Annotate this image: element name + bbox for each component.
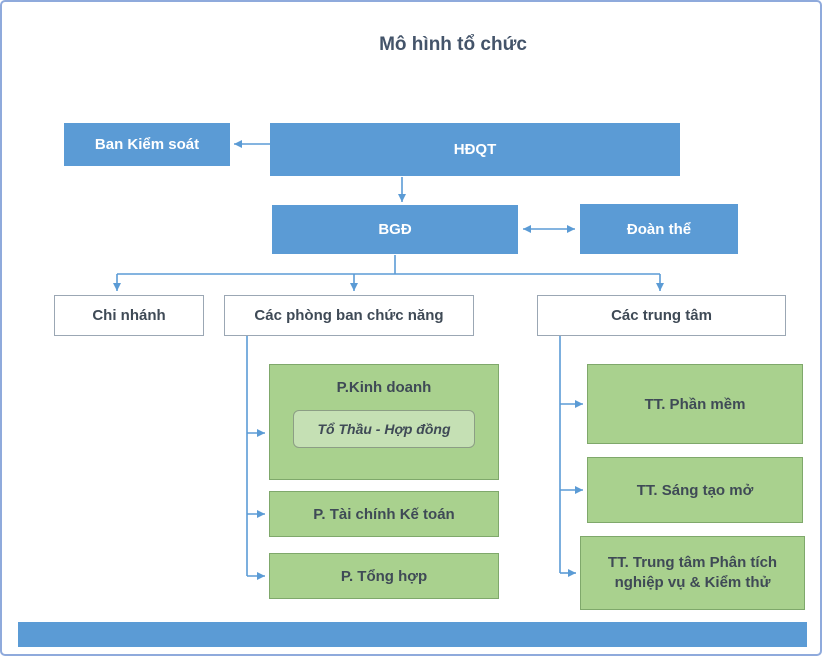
node-to-thau-hop-dong: Tổ Thầu - Hợp đồng [293, 410, 475, 448]
node-doan-the: Đoàn thể [580, 204, 738, 254]
node-p-tong-hop: P. Tổng hợp [269, 553, 499, 599]
page-title: Mô hình tổ chức [379, 34, 527, 55]
node-cac-phong-ban: Các phòng ban chức năng [224, 295, 474, 336]
node-ban-kiem-soat: Ban Kiểm soát [64, 123, 230, 166]
node-p-kinh-doanh-label: P.Kinh doanh [336, 379, 432, 396]
node-p-tai-chinh-ke-toan: P. Tài chính Kế toán [269, 491, 499, 537]
node-tt-phan-tich-kiem-thu: TT. Trung tâm Phân tích nghiệp vụ & Kiểm… [580, 536, 805, 610]
node-bgd: BGĐ [272, 205, 518, 254]
node-tt-phan-mem: TT. Phần mềm [587, 364, 803, 444]
node-tt-sang-tao-mo: TT. Sáng tạo mở [587, 457, 803, 523]
node-cac-trung-tam: Các trung tâm [537, 295, 786, 336]
node-chi-nhanh: Chi nhánh [54, 295, 204, 336]
node-hdqt: HĐQT [270, 123, 680, 176]
node-p-kinh-doanh: P.Kinh doanh Tổ Thầu - Hợp đồng [269, 364, 499, 480]
footer-bar [18, 622, 807, 647]
